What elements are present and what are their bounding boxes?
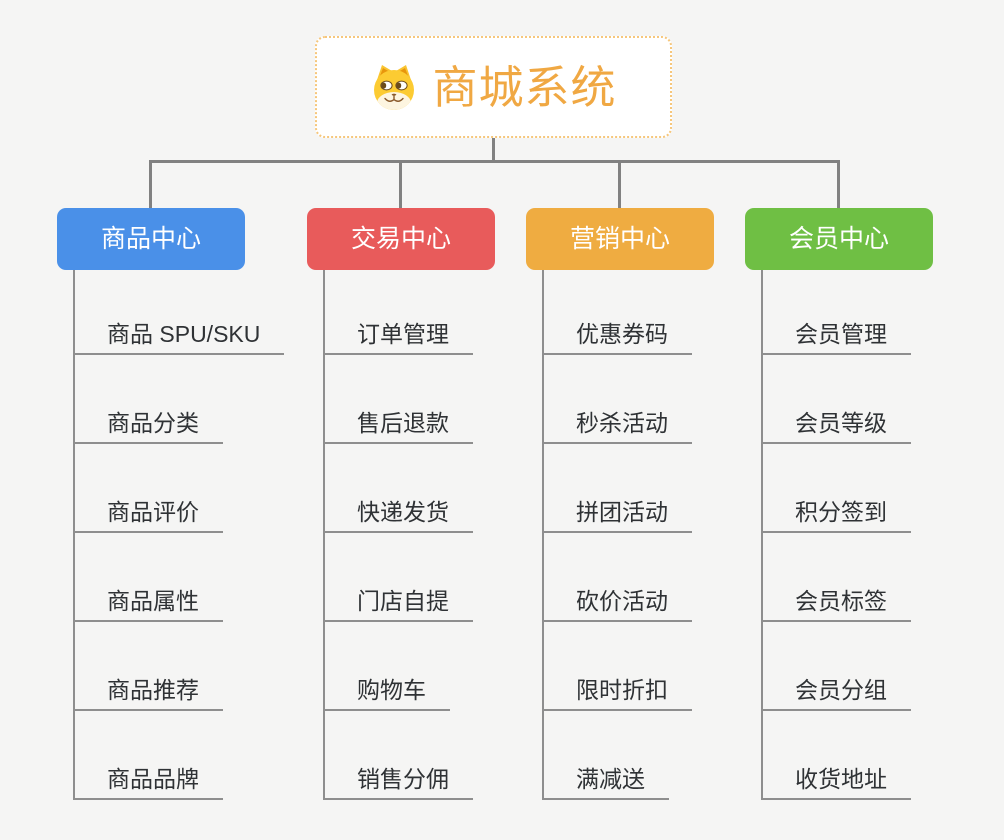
child-topic-label: 限时折扣 bbox=[576, 677, 668, 703]
branch-children-member: 会员管理 会员等级 积分签到 会员标签 会员分组 收货地址 bbox=[761, 270, 911, 800]
child-topic-commission[interactable]: 销售分佣 bbox=[325, 711, 473, 800]
branch-node-marketing-center[interactable]: 营销中心 bbox=[526, 208, 714, 270]
child-topic-limited-discount[interactable]: 限时折扣 bbox=[544, 622, 692, 711]
child-topic-label: 销售分佣 bbox=[357, 766, 449, 792]
child-topic-label: 订单管理 bbox=[357, 321, 449, 347]
child-topic-group-buy[interactable]: 拼团活动 bbox=[544, 444, 692, 533]
branch-node-label: 交易中心 bbox=[350, 224, 451, 253]
child-topic-full-reduction[interactable]: 满减送 bbox=[544, 711, 669, 800]
child-topic-label: 秒杀活动 bbox=[576, 410, 668, 436]
child-topic-shipping[interactable]: 快递发货 bbox=[325, 444, 473, 533]
connector-drop-product bbox=[149, 160, 152, 208]
child-topic-member-manage[interactable]: 会员管理 bbox=[763, 270, 911, 355]
connector-drop-member bbox=[837, 160, 840, 208]
child-topic-label: 商品 SPU/SKU bbox=[107, 321, 261, 347]
child-topic-label: 会员标签 bbox=[795, 588, 887, 614]
branch-trade-center: 交易中心 订单管理 售后退款 快递发货 门店自提 购物车 销售分佣 bbox=[307, 208, 495, 800]
branch-node-label: 会员中心 bbox=[788, 224, 889, 253]
child-topic-label: 满减送 bbox=[576, 766, 645, 792]
child-topic-label: 门店自提 bbox=[357, 588, 449, 614]
child-topic-flash-sale[interactable]: 秒杀活动 bbox=[544, 355, 692, 444]
child-topic-label: 会员分组 bbox=[795, 677, 887, 703]
child-topic-points-checkin[interactable]: 积分签到 bbox=[763, 444, 911, 533]
branch-product-center: 商品中心 商品 SPU/SKU 商品分类 商品评价 商品属性 商品推荐 商品品牌 bbox=[57, 208, 285, 800]
child-topic-spu-sku[interactable]: 商品 SPU/SKU bbox=[75, 270, 285, 355]
child-topic-label: 拼团活动 bbox=[576, 499, 668, 525]
branch-node-product-center[interactable]: 商品中心 bbox=[57, 208, 245, 270]
child-topic-attribute[interactable]: 商品属性 bbox=[75, 533, 223, 622]
child-topic-label: 优惠券码 bbox=[576, 321, 668, 347]
branch-node-label: 商品中心 bbox=[100, 224, 201, 253]
child-topic-shipping-address[interactable]: 收货地址 bbox=[763, 711, 911, 800]
child-topic-label: 商品分类 bbox=[107, 410, 199, 436]
branch-marketing-center: 营销中心 优惠券码 秒杀活动 拼团活动 砍价活动 限时折扣 满减送 bbox=[526, 208, 714, 800]
child-topic-label: 商品评价 bbox=[107, 499, 199, 525]
connector-bus bbox=[149, 160, 840, 163]
child-topic-refund[interactable]: 售后退款 bbox=[325, 355, 473, 444]
child-topic-member-level[interactable]: 会员等级 bbox=[763, 355, 911, 444]
child-topic-brand[interactable]: 商品品牌 bbox=[75, 711, 223, 800]
child-topic-store-pickup[interactable]: 门店自提 bbox=[325, 533, 473, 622]
branch-children-product: 商品 SPU/SKU 商品分类 商品评价 商品属性 商品推荐 商品品牌 bbox=[73, 270, 285, 800]
child-topic-label: 售后退款 bbox=[357, 410, 449, 436]
child-topic-recommend[interactable]: 商品推荐 bbox=[75, 622, 223, 711]
branch-node-trade-center[interactable]: 交易中心 bbox=[307, 208, 495, 270]
root-title: 商城系统 bbox=[432, 61, 617, 113]
child-topic-label: 快递发货 bbox=[357, 499, 449, 525]
dog-icon bbox=[374, 65, 415, 110]
child-topic-label: 购物车 bbox=[357, 677, 426, 703]
branch-node-label: 营销中心 bbox=[569, 224, 670, 253]
connector-root-stem bbox=[492, 138, 495, 163]
child-topic-coupon[interactable]: 优惠券码 bbox=[544, 270, 692, 355]
child-topic-label: 砍价活动 bbox=[576, 588, 668, 614]
branch-children-trade: 订单管理 售后退款 快递发货 门店自提 购物车 销售分佣 bbox=[323, 270, 473, 800]
child-topic-cart[interactable]: 购物车 bbox=[325, 622, 450, 711]
child-topic-label: 商品推荐 bbox=[107, 677, 199, 703]
child-topic-member-tag[interactable]: 会员标签 bbox=[763, 533, 911, 622]
child-topic-label: 商品属性 bbox=[107, 588, 199, 614]
child-topic-label: 商品品牌 bbox=[107, 766, 199, 792]
child-topic-category[interactable]: 商品分类 bbox=[75, 355, 223, 444]
branch-children-marketing: 优惠券码 秒杀活动 拼团活动 砍价活动 限时折扣 满减送 bbox=[542, 270, 692, 800]
child-topic-bargain[interactable]: 砍价活动 bbox=[544, 533, 692, 622]
child-topic-label: 积分签到 bbox=[795, 499, 887, 525]
child-topic-label: 收货地址 bbox=[795, 766, 887, 792]
child-topic-review[interactable]: 商品评价 bbox=[75, 444, 223, 533]
root-node[interactable]: 商城系统 bbox=[315, 36, 672, 138]
child-topic-label: 会员等级 bbox=[795, 410, 887, 436]
child-topic-order[interactable]: 订单管理 bbox=[325, 270, 473, 355]
branch-node-member-center[interactable]: 会员中心 bbox=[745, 208, 933, 270]
connector-drop-marketing bbox=[618, 160, 621, 208]
child-topic-label: 会员管理 bbox=[795, 321, 887, 347]
branch-member-center: 会员中心 会员管理 会员等级 积分签到 会员标签 会员分组 收货地址 bbox=[745, 208, 933, 800]
child-topic-member-group[interactable]: 会员分组 bbox=[763, 622, 911, 711]
connector-drop-trade bbox=[399, 160, 402, 208]
